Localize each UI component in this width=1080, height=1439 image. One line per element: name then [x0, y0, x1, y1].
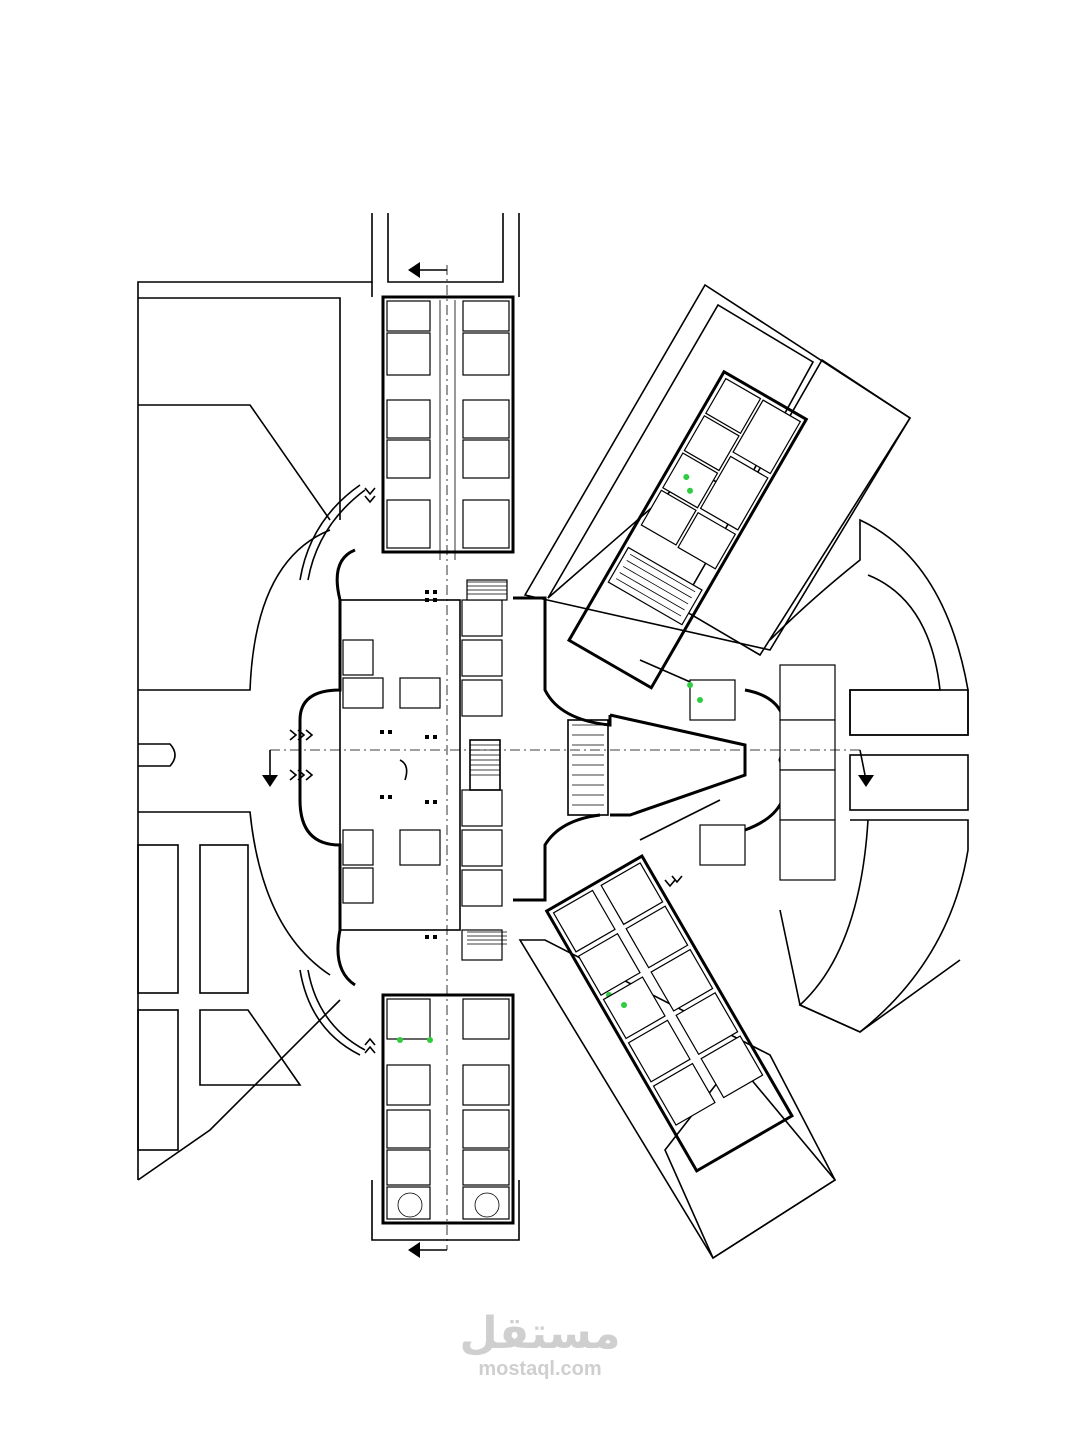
upper-diagonal-wing	[566, 369, 809, 690]
atrium	[513, 596, 747, 902]
arrow-icon	[262, 262, 874, 1258]
main-wing	[298, 295, 612, 1225]
steps-icon	[289, 487, 683, 1054]
axes	[270, 265, 860, 1250]
watermark-arabic: مستقل	[459, 1308, 621, 1359]
top-rooms	[386, 300, 510, 560]
site-boundaries	[137, 213, 969, 1260]
lower-diagonal-wing	[544, 854, 795, 1173]
bottom-rooms	[386, 992, 612, 1220]
central-hall	[298, 548, 508, 987]
watermark: مستقل mostaql.com	[420, 1308, 660, 1381]
watermark-latin: mostaql.com	[478, 1358, 602, 1380]
right-block	[687, 664, 836, 881]
